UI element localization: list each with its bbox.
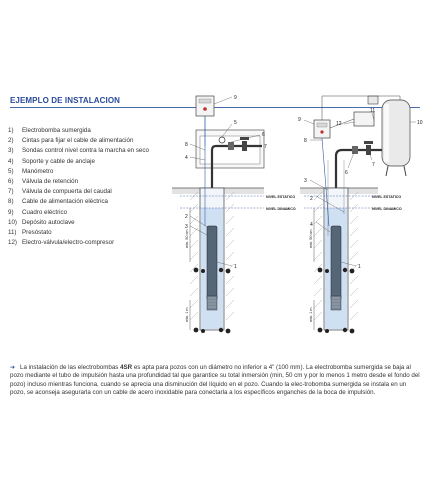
legend-item: 9) Cuadro eléctrico xyxy=(8,208,178,218)
legend-item-number: 1) xyxy=(8,127,14,134)
legend-item: 5) Manómetro xyxy=(8,167,178,177)
note-part2: es apta para pozos con un diámetro no in… xyxy=(10,364,420,396)
legend-item-label: Sondas control nivel contra la marcha en… xyxy=(22,147,149,155)
legend-item-label: Soporte y cable de anclaje xyxy=(22,157,95,165)
legend-item: 12) Electro-válvula/electro-compresor xyxy=(8,238,178,248)
nivel-dinamico-left: NIVEL DINAMICO xyxy=(266,207,296,211)
legend-item-number: 6) xyxy=(8,178,14,186)
legend-item-label: Válvula de retención xyxy=(22,178,79,186)
legend-item: 8) Cable de alimentación eléctrica xyxy=(8,197,178,207)
svg-text:12: 12 xyxy=(336,121,342,127)
svg-text:6: 6 xyxy=(262,132,265,138)
manometer-left xyxy=(218,136,226,144)
svg-text:8: 8 xyxy=(185,142,188,148)
legend-item-number: 12) xyxy=(8,239,17,247)
gate-valve-right xyxy=(366,145,371,155)
legend-item-label: Depósito autoclave xyxy=(22,218,75,226)
legend-item: 1) Electrobomba sumergida xyxy=(8,126,178,136)
min-1m-left: min. 1 m xyxy=(185,307,189,322)
gate-valve-left xyxy=(242,141,247,151)
legend-item: 7) Válvula de compuerta del caudal xyxy=(8,187,178,197)
discharge-pipe-right xyxy=(334,148,382,300)
min-1m-right: min. 1 m xyxy=(309,307,313,322)
svg-text:5: 5 xyxy=(234,120,237,126)
submersible-pump-right xyxy=(330,225,342,301)
legend-item: 10) Depósito autoclave xyxy=(8,218,178,228)
legend-item-number: 8) xyxy=(8,198,14,206)
legend-item-label: Cable de alimentación eléctrica xyxy=(22,198,108,206)
pressure-switch-right xyxy=(367,95,379,105)
svg-text:4: 4 xyxy=(310,222,313,228)
svg-text:10: 10 xyxy=(417,120,423,126)
legend-item-number: 10) xyxy=(8,218,17,226)
legend-item-label: Electrobomba sumergida xyxy=(22,127,91,134)
svg-text:7: 7 xyxy=(372,162,375,168)
legend-item-label: Cuadro eléctrico xyxy=(22,208,68,216)
diagram-right: NIVEL ESTATICO NIVEL DINAMICO min. 50 cm… xyxy=(298,95,423,334)
legend-item: 6) Válvula de retención xyxy=(8,177,178,187)
legend-item-number: 4) xyxy=(8,157,14,165)
svg-text:1: 1 xyxy=(234,264,237,270)
legend-item: 2) Cintas para fijar el cable de alimenta… xyxy=(8,136,178,146)
discharge-pipe-left xyxy=(210,144,262,300)
installation-note: ➔ La instalación de las electrobombas 4SR… xyxy=(10,364,422,397)
legend-item-number: 2) xyxy=(8,137,14,145)
svg-text:2: 2 xyxy=(310,196,313,202)
svg-text:1: 1 xyxy=(358,264,361,270)
legend-item-number: 11) xyxy=(8,229,17,237)
legend-item-number: 7) xyxy=(8,188,14,196)
title-divider xyxy=(10,107,420,108)
min-50cm-right: min. 50 cm xyxy=(309,229,313,248)
legend-item-number: 3) xyxy=(8,147,14,155)
svg-text:11: 11 xyxy=(370,108,375,114)
legend-item-number: 5) xyxy=(8,167,14,175)
check-valve-left xyxy=(228,142,234,150)
svg-text:4: 4 xyxy=(185,155,188,161)
page-title: EJEMPLO DE INSTALACION xyxy=(10,96,121,105)
svg-text:7: 7 xyxy=(264,144,267,150)
left-callout-numbers: 9 5 6 7 8 4 2 3 1 xyxy=(185,95,267,270)
legend-item-label: Válvula de compuerta del caudal xyxy=(22,188,112,196)
legend-item: 11) Presóstato xyxy=(8,228,178,238)
legend-item-label: Presóstato xyxy=(22,229,52,237)
electric-panel-right xyxy=(313,119,331,139)
legend-list: 1) Electrobomba sumergida 2) Cintas para fi… xyxy=(8,126,178,248)
legend-item: 4) Soporte y cable de anclaje xyxy=(8,157,178,167)
svg-text:2: 2 xyxy=(185,214,188,220)
legend-item-number: 9) xyxy=(8,208,14,216)
svg-text:8: 8 xyxy=(304,138,307,144)
nivel-dinamico-right: NIVEL DINAMICO xyxy=(372,207,402,211)
note-part1: La instalación de las electrobombas xyxy=(20,364,121,371)
right-callout-numbers: 9 12 11 10 6 7 8 4 3 2 1 xyxy=(298,108,423,270)
svg-text:9: 9 xyxy=(234,95,237,101)
legend-item-label: Manómetro xyxy=(22,167,54,175)
svg-text:6: 6 xyxy=(345,170,348,176)
diagram-left: NIVEL ESTATICO NIVEL DINAMICO min. 50 cm… xyxy=(172,95,296,334)
submersible-pump-left xyxy=(206,225,218,301)
note-model: 4SR xyxy=(120,364,133,371)
svg-text:3: 3 xyxy=(185,224,188,230)
legend-item-label: Cintas para fijar el cable de alimentaci… xyxy=(22,137,134,145)
legend-item-label: Electro-válvula/electro-compresor xyxy=(22,239,115,247)
nivel-estatico-right: NIVEL ESTATICO xyxy=(372,195,401,199)
svg-text:9: 9 xyxy=(298,117,301,123)
nivel-estatico-left: NIVEL ESTATICO xyxy=(266,195,295,199)
electrovalve-box-right xyxy=(353,111,375,127)
svg-text:3: 3 xyxy=(304,178,307,184)
min-50cm-left: min. 50 cm xyxy=(185,229,189,248)
legend-item: 3) Sondas control nivel contra la marcha … xyxy=(8,146,178,156)
arrow-right-icon: ➔ xyxy=(10,364,16,371)
